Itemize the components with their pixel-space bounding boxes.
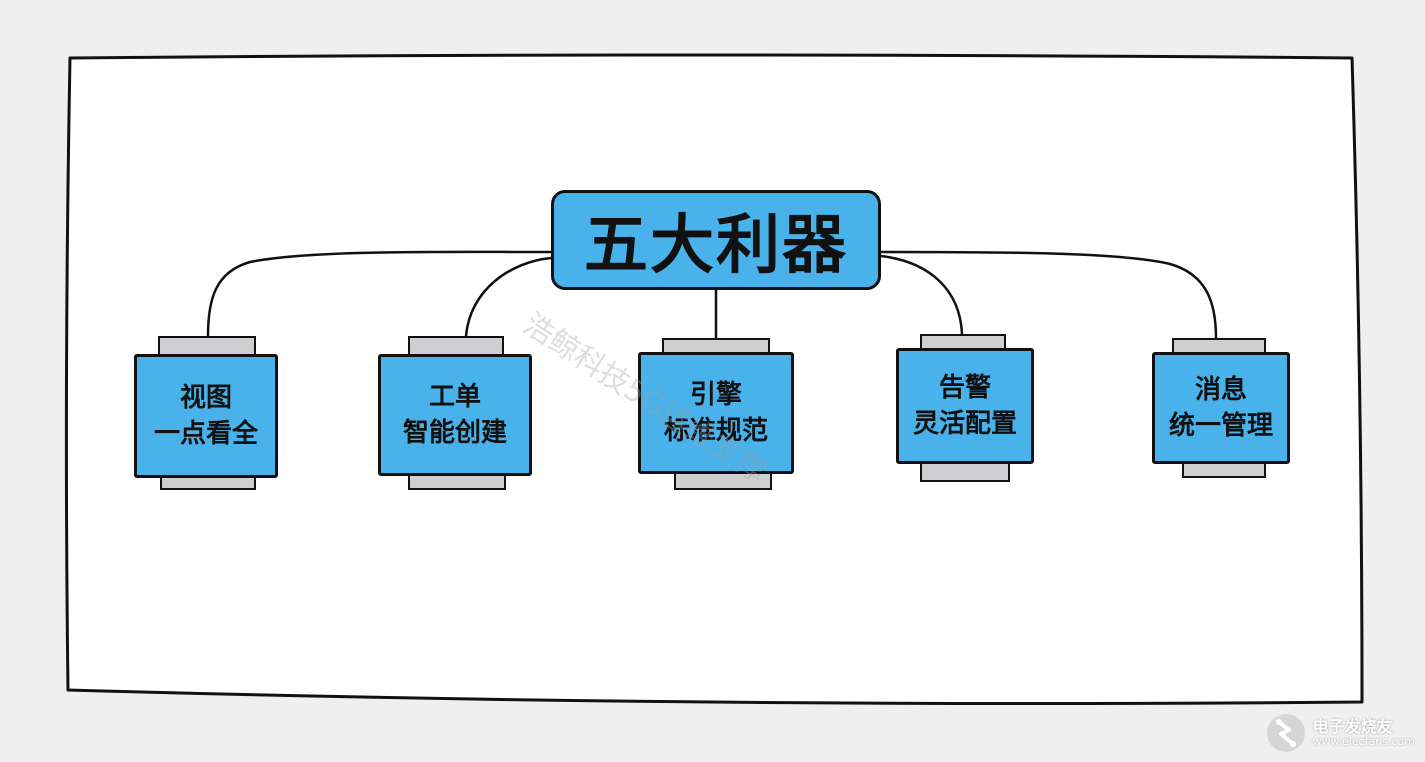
child-3-heading: 引擎 [689, 379, 742, 410]
child-node-3: 引擎 标准规范 [638, 352, 794, 474]
root-node: 五大利器 [551, 190, 881, 290]
connector-4 [880, 254, 964, 335]
child-5-heading: 消息 [1194, 374, 1247, 405]
child-node-4: 告警 灵活配置 [896, 348, 1034, 464]
child-2-heading: 工单 [428, 381, 481, 412]
child-2-subheading: 智能创建 [402, 418, 507, 448]
logo-url: www.elecfans.com [1312, 734, 1415, 748]
child-4-subheading: 灵活配置 [912, 409, 1017, 439]
child-node-5: 消息 统一管理 [1152, 352, 1290, 464]
logo-text: 电子发烧友 www.elecfans.com [1312, 716, 1415, 748]
root-title: 五大利器 [584, 209, 848, 283]
site-logo[interactable]: 电子发烧友 www.elecfans.com [1265, 712, 1415, 754]
child-5-subheading: 统一管理 [1168, 411, 1273, 441]
connector-1 [206, 250, 552, 337]
child-1-heading: 视图 [179, 382, 232, 413]
logo-name: 电子发烧友 [1312, 716, 1393, 736]
connector-5 [880, 250, 1218, 339]
child-node-2: 工单 智能创建 [378, 354, 532, 476]
child-1-subheading: 一点看全 [153, 419, 258, 449]
child-3-subheading: 标准规范 [663, 416, 768, 446]
elecfans-logo-icon [1266, 714, 1305, 752]
child-4-heading: 告警 [938, 372, 991, 403]
child-node-1: 视图 一点看全 [134, 354, 278, 478]
connector-2 [464, 256, 552, 337]
